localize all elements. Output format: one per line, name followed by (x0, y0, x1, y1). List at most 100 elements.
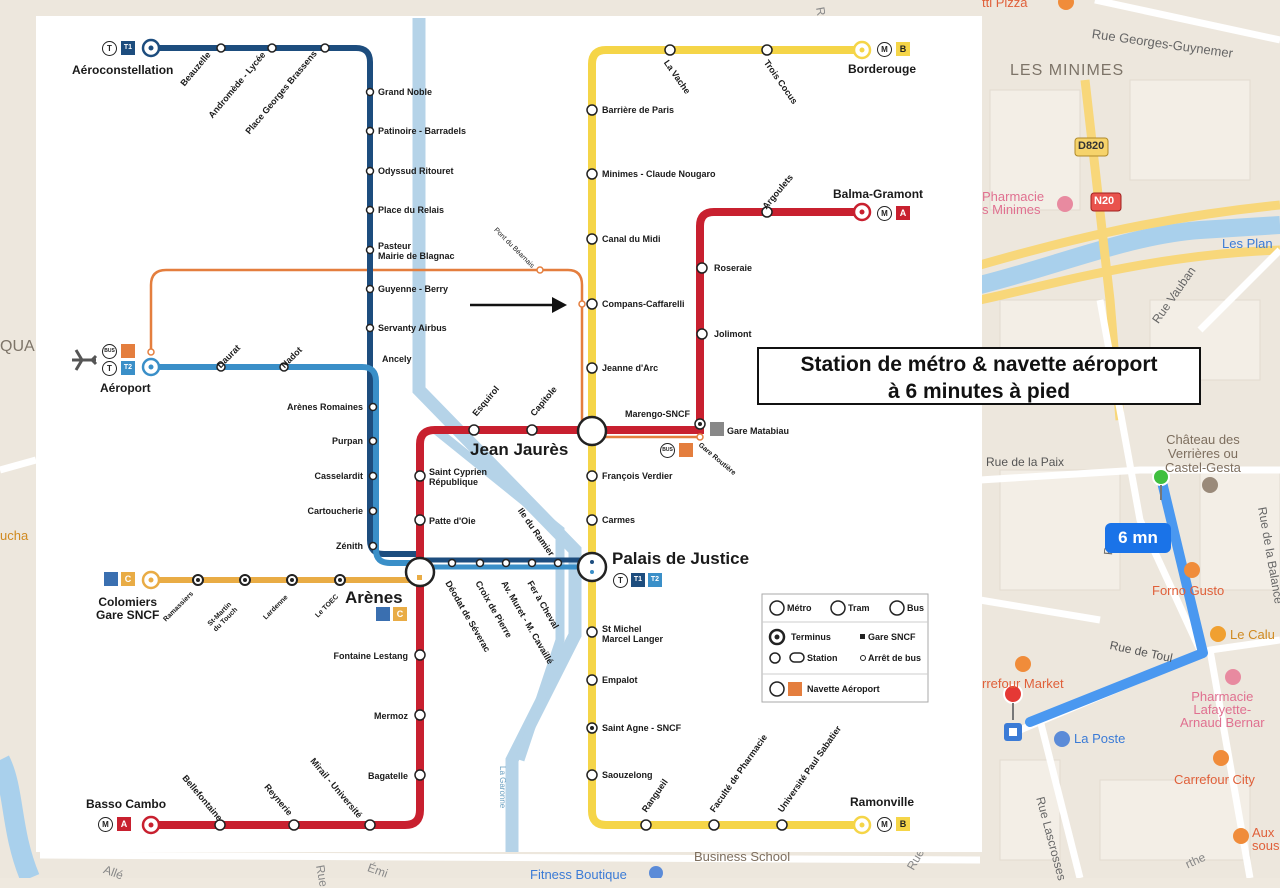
pharmacy-poi-icon[interactable] (1057, 196, 1073, 212)
walk-time-badge[interactable]: 6 mn (1105, 523, 1171, 553)
station-zenith[interactable]: Zénith (336, 541, 363, 551)
poi-forno-gusto[interactable]: Forno Gusto (1152, 583, 1225, 598)
station-saouzelong[interactable]: Saouzelong (602, 770, 653, 780)
poi-carrefour-city[interactable]: Carrefour City (1174, 772, 1255, 787)
metro-lines-svg (72, 18, 929, 852)
station-st-michel[interactable]: St Michel Marcel Langer (602, 624, 664, 644)
poi-pizza[interactable]: tti Pizza (982, 0, 1028, 10)
fitness-poi-icon[interactable] (649, 866, 663, 878)
legend-station: Station (807, 653, 838, 663)
t1-badge: T1 (631, 573, 645, 587)
pharmacy2-poi-icon[interactable] (1225, 669, 1241, 685)
station-casselardit[interactable]: Casselardit (314, 471, 363, 481)
poi-la-poste[interactable]: La Poste (1074, 731, 1126, 746)
terminus-aeroconstellation[interactable]: Aéroconstellation (72, 63, 174, 77)
station-compans-caffarelli[interactable]: Compans-Caffarelli (602, 299, 685, 309)
jean-jaures-hub[interactable] (576, 415, 608, 447)
annotation-line2: à 6 minutes à pied (887, 380, 1071, 403)
station-francois-verdier[interactable]: François Verdier (602, 471, 673, 481)
poi-left-edge: ucha (0, 528, 29, 543)
station-servanty-airbus[interactable]: Servanty Airbus (378, 323, 447, 333)
station-bagatelle[interactable]: Bagatelle (367, 771, 408, 781)
hub-arenes[interactable]: Arènes (345, 588, 403, 607)
poi-business-school[interactable]: Business School (694, 849, 791, 864)
a-badge: A (117, 817, 131, 831)
landmark-poi-icon[interactable] (1202, 477, 1218, 493)
t1-badge: T1 (121, 41, 135, 55)
tram-badge: T (102, 361, 117, 376)
station-jolimont[interactable]: Jolimont (714, 329, 752, 339)
station-carmes[interactable]: Carmes (602, 515, 636, 525)
metro-network-map[interactable]: .lbl{position:absolute;font-family:"Libe… (36, 16, 982, 852)
terminus-ramonville[interactable]: Ramonville (850, 795, 915, 809)
metro-badge: M (98, 817, 113, 832)
tram-badge: T (613, 573, 628, 588)
annotation-line1: Station de métro & navette aéroport (800, 353, 1158, 376)
station-odyssud[interactable]: Odyssud Ritouret (378, 166, 454, 176)
station-pasteur[interactable]: Pasteur Mairie de Blagnac (378, 241, 455, 261)
post-poi-icon[interactable] (1054, 731, 1070, 747)
poi-pharmacie-minimes[interactable]: Pharmacie s Minimes (982, 189, 1045, 217)
poi-les-plan[interactable]: Les Plan (1222, 236, 1273, 251)
station-mermoz[interactable]: Mermoz (373, 711, 408, 721)
hub-palais-de-justice[interactable]: Palais de Justice (612, 549, 750, 568)
terminus-basso-cambo[interactable]: Basso Cambo (86, 797, 167, 811)
metro-badge: M (877, 206, 892, 221)
restaurant-poi-icon[interactable] (1184, 562, 1200, 578)
c-badge: C (121, 572, 135, 586)
station-saint-agne[interactable]: Saint Agne - SNCF (602, 723, 682, 733)
plane-badge-icon (679, 443, 693, 457)
station-patinoire[interactable]: Patinoire - Barradels (378, 126, 467, 136)
metro-badge: M (877, 817, 892, 832)
terminus-borderouge[interactable]: Borderouge (848, 62, 917, 76)
cafe-poi-icon[interactable] (1210, 626, 1226, 642)
food-poi-icon[interactable] (1233, 828, 1249, 844)
legend-metro: Métro (787, 603, 812, 613)
shop2-poi-icon[interactable] (1213, 750, 1229, 766)
station-marengo-sncf[interactable]: Marengo-SNCF (625, 409, 690, 419)
arenes-hub[interactable] (404, 556, 436, 588)
station-saint-cyprien[interactable]: Saint Cyprien République (429, 467, 488, 487)
station-grand-noble[interactable]: Grand Noble (378, 87, 433, 97)
t2-badge: T2 (121, 361, 135, 375)
station-guyenne-berry[interactable]: Guyenne - Berry (378, 284, 449, 294)
station-barriere-de-paris[interactable]: Barrière de Paris (602, 105, 675, 115)
legend-navette: Navette Aéroport (807, 684, 880, 694)
station-cartoucherie[interactable]: Cartoucherie (307, 506, 363, 516)
legend-bus: Bus (907, 603, 925, 613)
terminus-balma[interactable]: Balma-Gramont (833, 187, 924, 201)
station-fontaine-lestang[interactable]: Fontaine Lestang (333, 651, 408, 661)
poi-carrefour-market[interactable]: rrefour Market (982, 676, 1064, 691)
station-ancely[interactable]: Ancely (382, 354, 412, 364)
train-badge-icon (104, 572, 118, 586)
station-place-du-relais[interactable]: Place du Relais (378, 205, 445, 215)
station-arenes-romaines[interactable]: Arènes Romaines (286, 402, 363, 412)
station-jeanne-darc[interactable]: Jeanne d'Arc (602, 363, 659, 373)
walking-annotation: Station de métro & navette aéroport à 6 … (757, 347, 1201, 405)
station-patte-doie[interactable]: Patte d'Oie (429, 516, 476, 526)
shop-poi-icon[interactable] (1015, 656, 1031, 672)
road-shield-d820: D820 (1078, 140, 1105, 152)
station-canal-du-midi[interactable]: Canal du Midi (602, 234, 661, 244)
t2-badge: T2 (648, 573, 662, 587)
poi-aux[interactable]: Aux sous (1252, 825, 1280, 853)
palais-hub[interactable] (576, 551, 608, 583)
poi-chateau[interactable]: Château des Verrières ou Castel-Gesta (1165, 432, 1241, 475)
train-icon (710, 422, 724, 436)
poi-pharmacie-lafayette[interactable]: Pharmacie Lafayette- Arnaud Bernar (1180, 689, 1265, 730)
hub-jean-jaures[interactable]: Jean Jaurès (470, 440, 569, 459)
station-roseraie[interactable]: Roseraie (714, 263, 753, 273)
station-empalot[interactable]: Empalot (602, 675, 638, 685)
terminus-colomiers[interactable]: Colomiers Gare SNCF (96, 595, 160, 622)
station-gare-matabiau[interactable]: Gare Matabiau (727, 426, 790, 436)
b-badge: B (896, 817, 910, 831)
train-badge-icon (376, 607, 390, 621)
terminus-aeroport[interactable]: Aéroport (100, 381, 151, 395)
poi-le-calu[interactable]: Le Calu (1230, 627, 1275, 642)
poi-fitness[interactable]: Fitness Boutique (530, 867, 627, 882)
station-minimes[interactable]: Minimes - Claude Nougaro (602, 169, 716, 179)
c-badge: C (393, 607, 407, 621)
station-purpan[interactable]: Purpan (331, 436, 363, 446)
pizza-poi-icon[interactable] (1058, 0, 1074, 10)
legend-arret: Arrêt de bus (868, 653, 922, 663)
